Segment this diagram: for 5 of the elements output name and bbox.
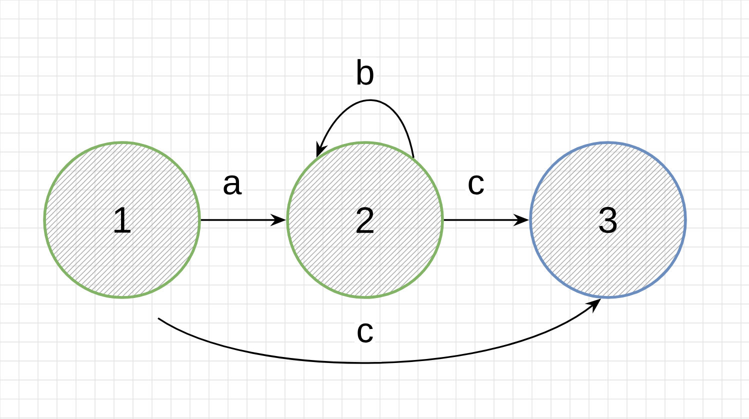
edge-label: b — [353, 57, 377, 87]
edge-label: c — [354, 322, 376, 344]
edge-label: a — [220, 174, 244, 196]
arrow — [316, 99, 414, 158]
edge-label: c — [465, 174, 487, 196]
